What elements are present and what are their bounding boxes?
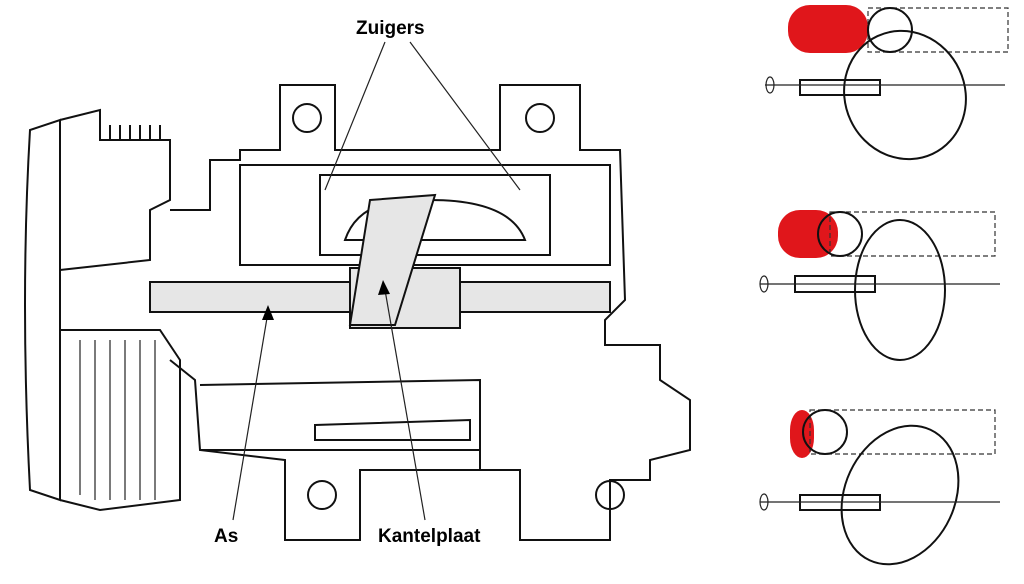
pointer-lines (232, 41, 521, 521)
swash-plate-position-3 (759, 409, 1000, 566)
swash-plate-label: Kantelplaat (378, 526, 481, 547)
compressor-cross-section (24, 84, 691, 541)
swash-plate (348, 193, 437, 326)
swash-plate-position-1 (765, 5, 1009, 161)
shaft-label: As (214, 526, 239, 547)
pistons-label: Zuigers (356, 18, 425, 39)
swash-plate-position-2 (759, 210, 1000, 361)
